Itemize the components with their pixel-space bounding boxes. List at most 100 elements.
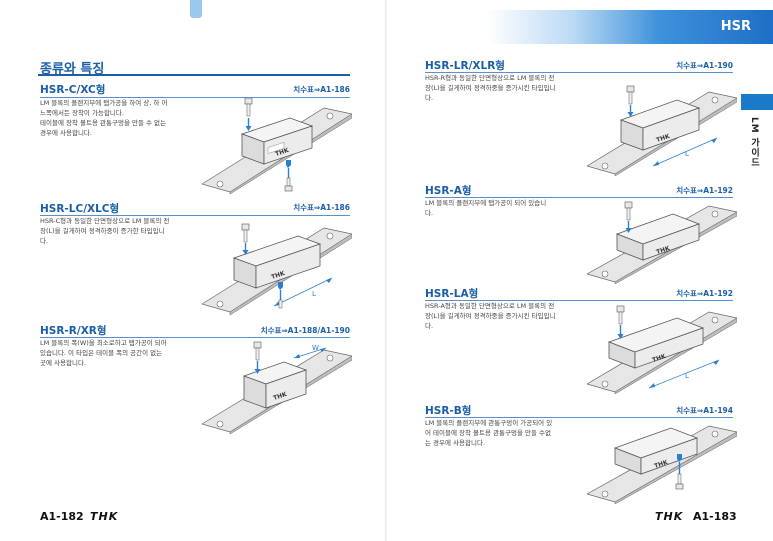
- bolt-top-shape: [616, 305, 625, 339]
- block-logo-text: THK: [270, 270, 286, 281]
- bolt-bottom-shape: [284, 160, 293, 192]
- bolt-top-shape: [253, 341, 262, 374]
- desc-line: 다.: [425, 209, 434, 217]
- item-description: LM 블록의 폭(W)을 최소로하고 탭가공이 되어 있습니다. 이 타입은 테…: [40, 338, 167, 368]
- lm-guide-figure: THK L: [587, 304, 737, 394]
- item-rule: [40, 337, 350, 338]
- desc-line: 장(L)을 길게하여 정격하중이 증가한 타입입니: [40, 227, 165, 235]
- desc-line: 곳에 사용합니다.: [40, 359, 86, 367]
- bolt-bottom-shape: [675, 454, 684, 490]
- dimension-label: L: [685, 150, 689, 158]
- desc-line: LM 블록의 플랜지부에 탭가공이 되어 있습니: [425, 199, 547, 207]
- side-index-tab[interactable]: [741, 94, 773, 110]
- block-logo-text: THK: [655, 133, 671, 144]
- dimension-line-shape: [652, 137, 718, 167]
- dimension-line-shape: [293, 347, 327, 359]
- thk-logo: THK: [655, 510, 684, 523]
- desc-line: 있습니다. 이 타입은 테이블 폭의 공간이 없는: [40, 349, 163, 357]
- dimension-table-ref[interactable]: 치수표⇒A1-194: [676, 406, 733, 415]
- item-rule: [425, 300, 733, 301]
- item-rule: [425, 197, 733, 198]
- lm-guide-figure: THK: [587, 418, 737, 504]
- bolt-bottom-shape: [278, 282, 283, 309]
- item-description: LM 블록의 플랜지부에 관통구멍이 가공되어 있 어 테이블에 장착 볼트용 …: [425, 418, 552, 448]
- lm-block-shape: THK: [615, 213, 701, 261]
- desc-line: 느쪽에서든 장착이 가능합니다.: [40, 109, 124, 117]
- right-page: HSR LM 가이드 HSR-LR/XLR형 치수표⇒A1-190 HSR-R형…: [387, 0, 773, 541]
- desc-line: 어 테이블에 장착 볼트용 관통구멍을 만들 수없: [425, 429, 552, 437]
- block-logo-text: THK: [653, 459, 669, 470]
- dimension-table-ref[interactable]: 치수표⇒A1-188/A1-190: [260, 326, 350, 335]
- thk-logo: THK: [90, 510, 119, 523]
- item-title-hsr-c: HSR-C/XC형: [40, 84, 106, 96]
- left-page: 종류와 특징 HSR-C/XC형 치수표⇒A1-186 LM 블록의 플랜지부에…: [0, 0, 386, 541]
- item-title-hsr-a: HSR-A형: [425, 185, 472, 197]
- series-label: HSR: [720, 19, 751, 34]
- desc-line: 장(L)을 길게하여 정격하중을 증가시킨 타입입니: [425, 312, 556, 320]
- block-logo-text: THK: [655, 245, 671, 256]
- page-gutter: [385, 0, 388, 541]
- desc-line: 장(L)을 길게하여 정격하중을 증가시킨 타입입니: [425, 84, 556, 92]
- lm-block-shape: THK: [240, 117, 314, 165]
- lm-guide-figure: THK: [587, 200, 737, 284]
- item-rule: [40, 97, 350, 98]
- item-rule: [40, 215, 350, 216]
- item-title-hsr-lr: HSR-LR/XLR형: [425, 60, 505, 72]
- side-index-label: LM 가이드: [749, 117, 759, 168]
- desc-line: LM 블록의 플랜지부에 탭가공을 하여 상, 하 어: [40, 99, 168, 107]
- dimension-label: L: [312, 290, 316, 298]
- dimension-table-ref[interactable]: 치수표⇒A1-186: [293, 85, 350, 94]
- page-number-right: A1-183: [693, 510, 737, 523]
- lm-block-shape: THK: [607, 317, 705, 369]
- section-rule: [38, 74, 350, 76]
- lm-block-shape: THK: [242, 361, 308, 409]
- desc-line: 다.: [425, 322, 434, 330]
- item-title-hsr-r: HSR-R/XR형: [40, 325, 107, 337]
- dimension-table-ref[interactable]: 치수표⇒A1-192: [676, 289, 733, 298]
- lm-guide-figure: THK W: [202, 338, 352, 434]
- desc-line: LM 블록의 폭(W)을 최소로하고 탭가공이 되어: [40, 339, 167, 347]
- desc-line: 다.: [425, 94, 434, 102]
- item-rule: [425, 417, 733, 418]
- bolt-top-shape: [241, 223, 250, 255]
- desc-line: 경우에 사용합니다.: [40, 129, 92, 137]
- dimension-table-ref[interactable]: 치수표⇒A1-190: [676, 61, 733, 70]
- lm-guide-figure: THK: [202, 98, 352, 194]
- bolt-top-shape: [626, 85, 635, 117]
- dimension-label: W: [312, 344, 319, 352]
- bolt-top-shape: [244, 98, 253, 131]
- lm-block-shape: THK: [619, 99, 701, 151]
- item-rule: [425, 72, 733, 73]
- item-title-hsr-b: HSR-B형: [425, 405, 472, 417]
- dimension-table-ref[interactable]: 치수표⇒A1-192: [676, 186, 733, 195]
- item-description: HSR-R형과 동일한 단면형상으로 LM 블록의 전 장(L)을 길게하여 정…: [425, 73, 556, 103]
- bolt-top-shape: [624, 201, 633, 233]
- lm-guide-figure: THK L: [202, 216, 352, 316]
- item-title-hsr-la: HSR-LA형: [425, 288, 479, 300]
- section-title: 종류와 특징: [40, 62, 105, 77]
- desc-line: HSR-C형과 동일한 단면형상으로 LM 블록의 전: [40, 217, 170, 225]
- dimension-line-shape: [273, 277, 333, 307]
- desc-line: 는 경우에 사용합니다.: [425, 439, 486, 447]
- desc-line: HSR-R형과 동일한 단면형상으로 LM 블록의 전: [425, 74, 555, 82]
- dimension-label: L: [685, 372, 689, 380]
- page-number-left: A1-182: [40, 510, 84, 523]
- desc-line: LM 블록의 플랜지부에 관통구멍이 가공되어 있: [425, 419, 553, 427]
- item-description: LM 블록의 플랜지부에 탭가공을 하여 상, 하 어 느쪽에서든 장착이 가능…: [40, 98, 167, 138]
- dimension-table-ref[interactable]: 치수표⇒A1-186: [293, 203, 350, 212]
- block-logo-text: THK: [272, 391, 288, 402]
- lm-block-shape: THK: [613, 427, 699, 475]
- desc-line: HSR-A형과 동일한 단면형상으로 LM 블록의 전: [425, 302, 555, 310]
- page-tab-marker: [190, 0, 202, 18]
- block-logo-text: THK: [274, 147, 290, 158]
- block-logo-text: THK: [651, 353, 667, 364]
- dimension-line-shape: [648, 359, 720, 389]
- desc-line: 다.: [40, 237, 49, 245]
- item-title-hsr-lc: HSR-LC/XLC형: [40, 203, 120, 215]
- item-description: LM 블록의 플랜지부에 탭가공이 되어 있습니 다.: [425, 198, 546, 218]
- item-description: HSR-A형과 동일한 단면형상으로 LM 블록의 전 장(L)을 길게하여 정…: [425, 301, 556, 331]
- lm-block-shape: THK: [232, 235, 322, 289]
- item-description: HSR-C형과 동일한 단면형상으로 LM 블록의 전 장(L)을 길게하여 정…: [40, 216, 169, 246]
- header-band: [487, 10, 773, 44]
- desc-line: 테이블에 장착 볼트용 관통구멍을 만들 수 없는: [40, 119, 167, 127]
